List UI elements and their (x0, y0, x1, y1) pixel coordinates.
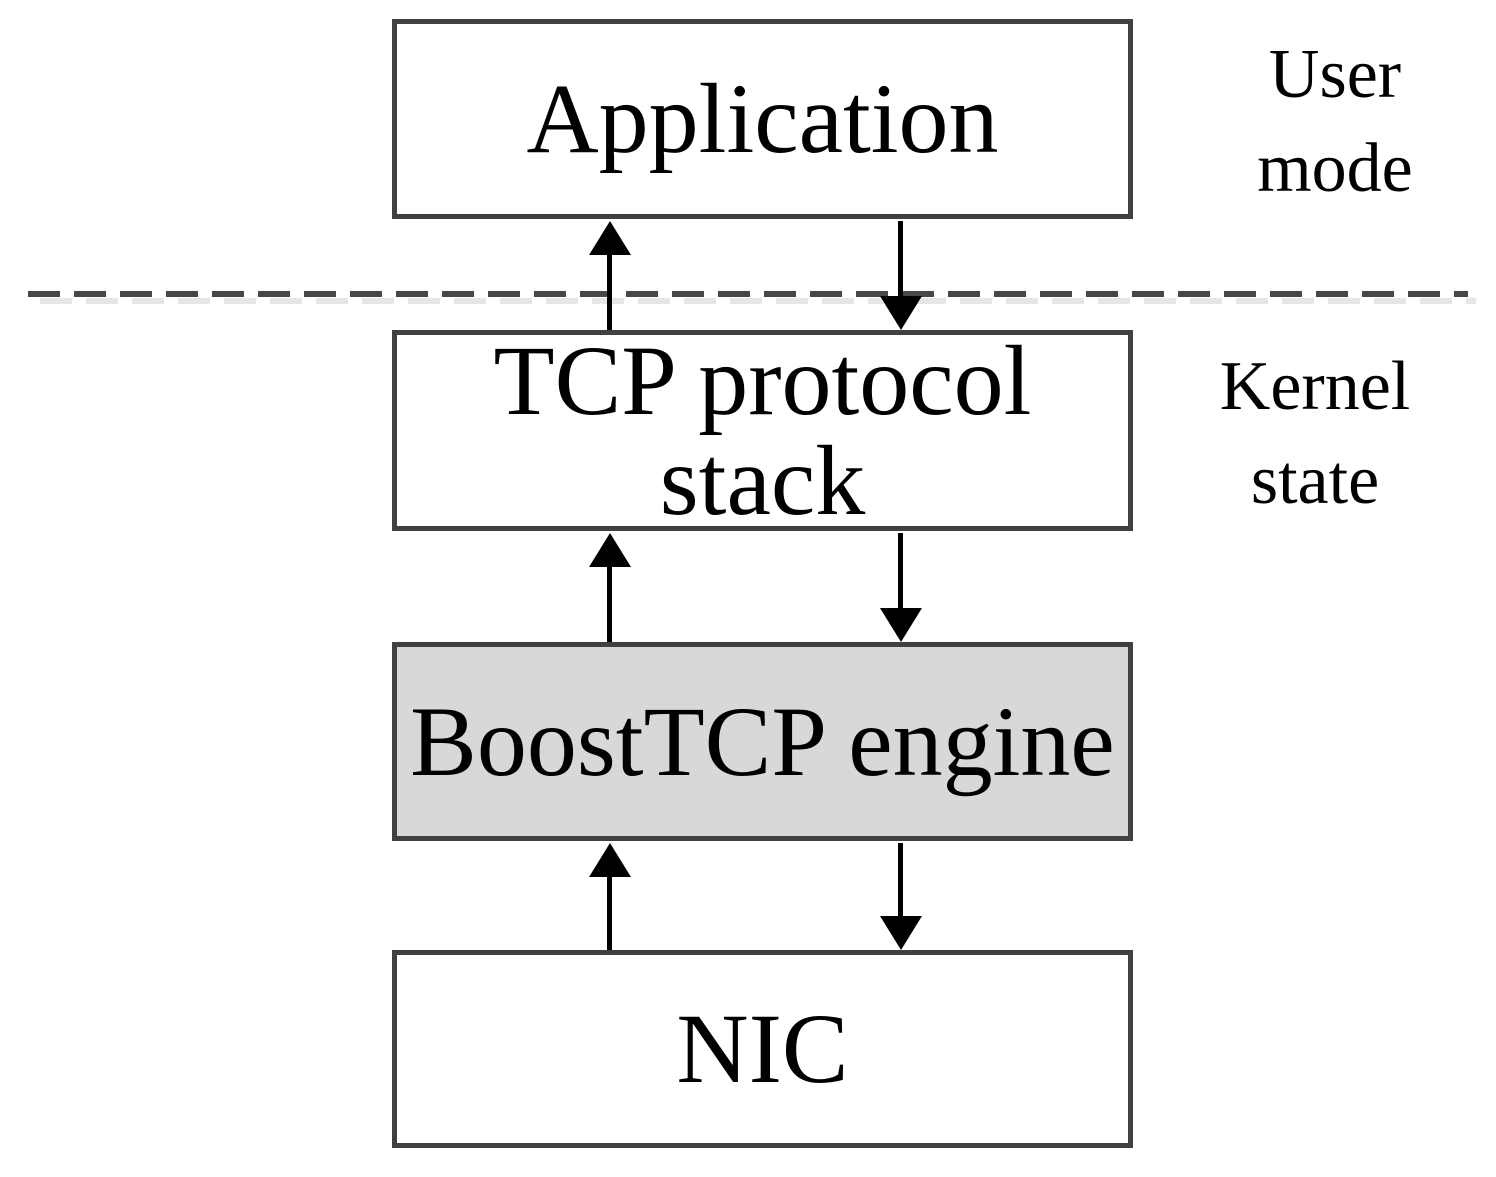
box-application: Application (392, 19, 1133, 219)
arrowhead-up-icon (589, 843, 631, 877)
zone-label-user-mode: User mode (1200, 28, 1470, 216)
arrow-down-engine-to-nic (880, 843, 922, 950)
zone-label-kernel-state: Kernel state (1180, 340, 1450, 528)
box-tcp-protocol-stack: TCP protocol stack (392, 330, 1133, 531)
arrow-down-tcp-to-engine (880, 533, 922, 642)
zone-user-line1: User (1268, 36, 1402, 113)
arrow-down-application-to-tcp (880, 221, 922, 330)
arrowhead-down-icon (880, 916, 922, 950)
zone-kernel-line2: state (1250, 442, 1380, 519)
mode-divider-dashed-shadow (40, 298, 1476, 304)
zone-kernel-line1: Kernel (1219, 348, 1411, 425)
box-tcp-label-line2: stack (659, 424, 866, 536)
box-nic: NIC (392, 950, 1133, 1148)
mode-divider-dashed-line (28, 291, 1468, 297)
box-boosttcp-engine: BoostTCP engine (392, 642, 1133, 841)
arrow-up-nic-to-engine (589, 843, 631, 950)
arrowhead-up-icon (589, 221, 631, 255)
arrow-shaft (607, 873, 612, 950)
arrow-shaft (898, 221, 903, 300)
arrowhead-down-icon (880, 608, 922, 642)
box-application-label: Application (526, 63, 999, 174)
zone-user-line2: mode (1257, 130, 1413, 207)
box-nic-label: NIC (676, 993, 849, 1104)
box-tcp-label-line1: TCP protocol (493, 324, 1032, 436)
arrow-up-engine-to-tcp (589, 533, 631, 642)
box-boosttcp-engine-label: BoostTCP engine (410, 685, 1115, 797)
arrow-shaft (898, 533, 903, 612)
arrowhead-down-icon (880, 296, 922, 330)
arrow-shaft (607, 563, 612, 642)
arrowhead-up-icon (589, 533, 631, 567)
arrow-shaft (607, 251, 612, 330)
arrow-up-tcp-to-application (589, 221, 631, 330)
arrow-shaft (898, 843, 903, 920)
